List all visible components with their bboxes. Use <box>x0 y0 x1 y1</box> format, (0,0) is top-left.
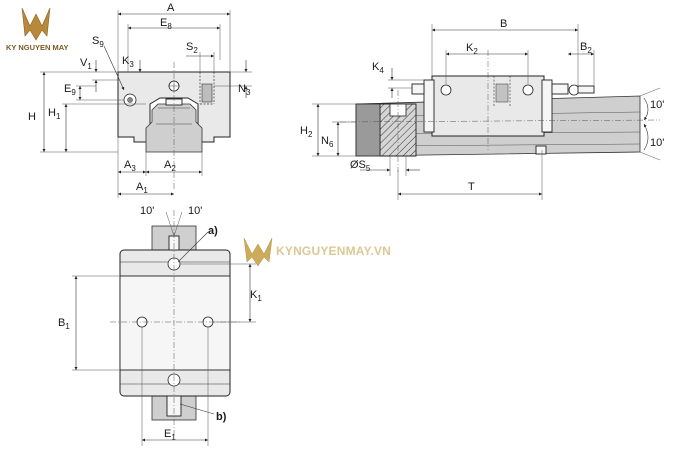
label-H2: H2 <box>300 125 313 139</box>
label-K1: K1 <box>250 289 262 303</box>
side-fitting-right <box>551 83 569 95</box>
side-center-line <box>339 119 661 123</box>
label-angle-top: 10' <box>650 99 664 111</box>
front-view: A E8 S9 V1 K3 S2 N3 E9 H H1 <box>28 2 252 198</box>
label-b: b) <box>216 411 227 423</box>
label-E9: E9 <box>64 83 76 97</box>
front-lube-nipple-inner <box>127 97 133 103</box>
logo-mark-icon <box>21 7 51 41</box>
label-B: B <box>500 18 507 30</box>
side-threaded-hole <box>493 76 511 106</box>
label-A3: A3 <box>124 159 136 173</box>
side-hole-left <box>440 84 452 96</box>
label-K2: K2 <box>466 42 478 56</box>
top-carriage-center <box>119 275 231 371</box>
label-K4: K4 <box>372 61 384 75</box>
side-fitting-left <box>411 83 425 95</box>
label-T: T <box>468 181 475 193</box>
side-hole-right <box>522 84 534 96</box>
logo-center-mark-icon <box>243 237 273 267</box>
side-end-cap-left <box>423 79 435 133</box>
label-E1: E1 <box>164 428 176 442</box>
label-N6: N6 <box>321 135 334 149</box>
label-S5: ØS5 <box>350 159 371 173</box>
label-N3: N3 <box>238 83 251 97</box>
front-threaded-hole <box>199 72 215 105</box>
side-threaded-insert <box>495 83 509 103</box>
label-angle-left: 10' <box>140 205 154 217</box>
label-a: a) <box>208 225 218 237</box>
side-fitting-right-tip <box>577 85 595 94</box>
logo-top: KY NGUYEN MAY <box>6 7 69 52</box>
label-S9: S9 <box>92 35 104 49</box>
side-rail-end-block <box>355 103 381 157</box>
side-view: B K2 B2 K4 H2 N6 ØS5 T <box>300 18 664 200</box>
label-B1: B1 <box>58 317 70 331</box>
logo-center: KYNGUYENMAY.VN <box>243 237 391 267</box>
logo-top-text: KY NGUYEN MAY <box>6 43 69 52</box>
front-threaded-insert <box>201 83 213 103</box>
side-fitting-right-nut <box>568 84 580 96</box>
label-A1: A1 <box>136 181 148 195</box>
label-H1: H1 <box>48 107 61 121</box>
label-B2: B2 <box>580 41 592 55</box>
label-S2: S2 <box>186 41 198 55</box>
label-angle-right: 10' <box>188 205 202 217</box>
label-A2: A2 <box>164 159 176 173</box>
logo-center-text: KYNGUYENMAY.VN <box>276 244 391 258</box>
label-K3: K3 <box>122 55 134 69</box>
side-end-cap-right <box>541 79 553 133</box>
label-A: A <box>167 2 175 14</box>
side-bottom-bolt <box>535 145 547 155</box>
top-view: 10' 10' a) b) K1 B1 E1 <box>58 205 262 446</box>
label-H: H <box>28 111 36 123</box>
label-angle-bottom: 10' <box>650 137 664 149</box>
label-E8: E8 <box>160 17 172 31</box>
label-V1: V1 <box>80 57 92 71</box>
